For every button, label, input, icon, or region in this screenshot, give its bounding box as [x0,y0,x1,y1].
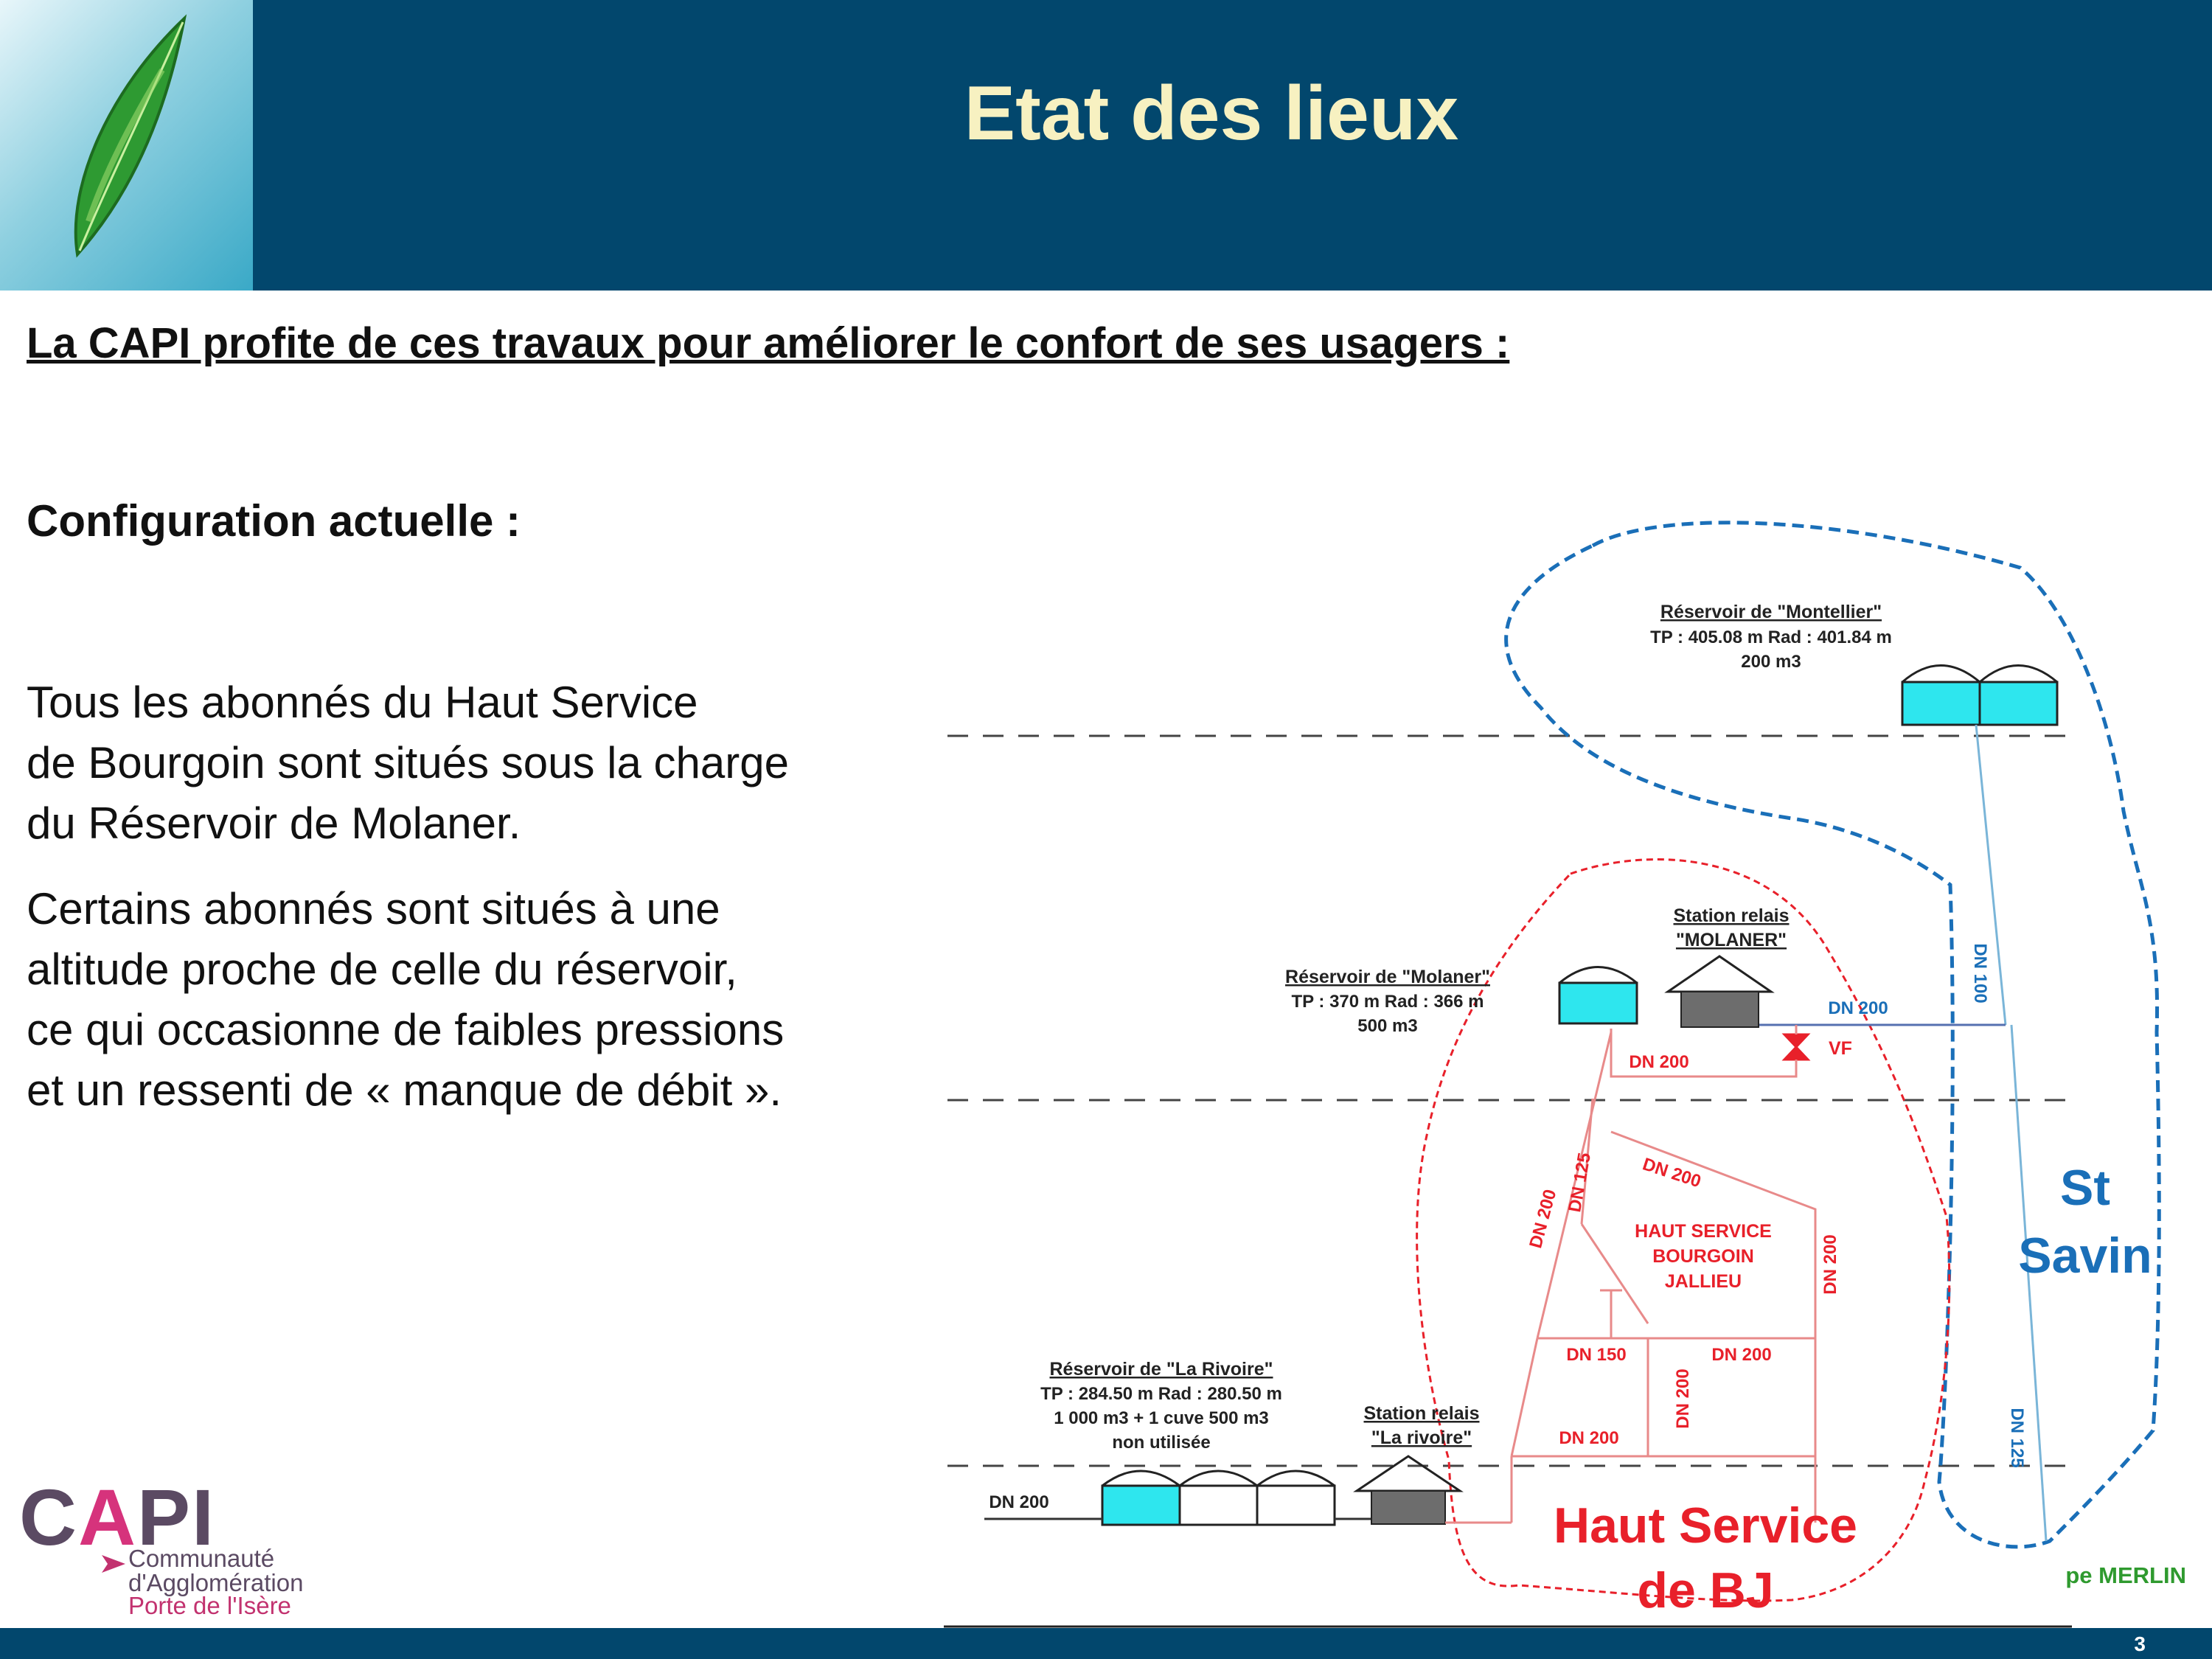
paragraph-1-line: du Réservoir de Molaner. [27,799,521,848]
station-molaner-line1: Station relais [1674,905,1790,926]
rivoire-levels: TP : 284.50 m Rad : 280.50 m [1040,1384,1282,1404]
capi-logo-word: CAPI [19,1472,216,1562]
paragraph-2-line: ce qui occasionne de faibles pressions [27,1005,785,1054]
st-savin-zone [1504,521,2161,1549]
capi-logo: CAPI Communauté d'Agglomération Porte de… [19,1471,303,1619]
page-number: 3 [2134,1632,2146,1655]
subtitle: La CAPI profite de ces travaux pour amél… [27,319,1510,367]
label-dn200-left: DN 200 [989,1492,1048,1512]
paragraph-1-line: de Bourgoin sont situés sous la charge [27,738,789,787]
label-dn200-blue: DN 200 [1828,998,1888,1018]
pipe-dn125-blue [2010,1024,2048,1542]
station-molaner-line2: "MOLANER" [1676,930,1787,950]
network-diagram: Réservoir de "Montellier" TP : 405.08 m … [944,521,2186,1628]
page-title: Etat des lieux [964,71,1459,156]
station-rivoire-line2: "La rivoire" [1371,1427,1472,1448]
haut-service-label-1: HAUT SERVICE [1635,1221,1772,1242]
molaner-volume: 500 m3 [1357,1016,1417,1036]
molaner-dome [1559,966,1638,984]
paragraph-1: Tous les abonnés du Haut Service de Bour… [27,672,926,854]
credit: pe MERLIN [2065,1562,2186,1588]
haut-service-bj-label-1: Haut Service [1554,1498,1857,1554]
label-dn200-left-vert: DN 200 [1526,1187,1560,1251]
label-vf: VF [1829,1038,1852,1059]
montellier-volume: 200 m3 [1741,652,1801,672]
station-molaner-roof [1664,955,1775,993]
label-dn100: DN 100 [1970,943,1990,1003]
molaner-title: Réservoir de "Molaner" [1285,967,1490,987]
label-dn200-mid-vert: DN 200 [1673,1368,1693,1428]
paragraph-2: Certains abonnés sont situés à une altit… [27,879,926,1121]
rivoire-title: Réservoir de "La Rivoire" [1050,1359,1273,1380]
logo-line-1: Communauté [128,1545,275,1572]
logo-line-3: Porte de l'Isère [128,1592,291,1619]
label-dn150: DN 150 [1566,1345,1626,1365]
rivoire-volume: 1 000 m3 + 1 cuve 500 m3 [1054,1408,1269,1428]
header-band: Etat des lieux [0,0,2212,291]
label-dn125-red: DN 125 [1565,1151,1595,1214]
haut-service-zone [1416,858,1951,1602]
montellier-dome [1902,664,2058,684]
paragraph-2-line: Certains abonnés sont situés à une [27,884,720,933]
label-dn200-molaner: DN 200 [1629,1052,1688,1072]
label-dn200-right-vert: DN 200 [1820,1234,1840,1294]
rivoire-note: non utilisée [1112,1433,1210,1453]
haut-service-bj-label-2: de BJ [1637,1562,1773,1618]
molaner-tank [1558,981,1638,1025]
haut-service-label-3: JALLIEU [1665,1271,1742,1292]
station-rivoire-building [1371,1490,1446,1525]
montellier-levels: TP : 405.08 m Rad : 401.84 m [1650,627,1892,647]
config-heading: Configuration actuelle : [27,496,521,546]
paragraph-2-line: altitude proche de celle du réservoir, [27,945,737,994]
paragraph-1-line: Tous les abonnés du Haut Service [27,678,698,727]
logo-line-2: d'Agglomération [128,1569,304,1596]
footer-band: 3 [0,1628,2212,1659]
leaf-icon [74,14,187,258]
molaner-levels: TP : 370 m Rad : 366 m [1292,992,1484,1012]
label-dn200-mid-right: DN 200 [1711,1345,1771,1365]
leaf-logo [0,0,253,291]
station-rivoire-roof [1353,1455,1464,1492]
arrow-icon [102,1555,125,1573]
montellier-title: Réservoir de "Montellier" [1660,602,1882,622]
st-savin-label-2: Savin [2018,1228,2152,1284]
pipe-dn100 [1975,724,2007,1026]
vf-valve-icon [1781,1033,1811,1061]
station-rivoire-line1: Station relais [1364,1403,1480,1424]
haut-service-label-2: BOURGOIN [1652,1246,1754,1267]
paragraph-2-line: et un ressenti de « manque de débit ». [27,1065,782,1115]
label-dn125-blue: DN 125 [2007,1408,2027,1467]
station-molaner-building [1680,991,1759,1028]
red-pipe-network [1475,1029,1817,1524]
label-dn200-bottom: DN 200 [1559,1428,1618,1448]
rivoire-tanks [1101,1470,1336,1526]
st-savin-label-1: St [2060,1160,2110,1216]
label-dn200-diag: DN 200 [1640,1154,1703,1192]
